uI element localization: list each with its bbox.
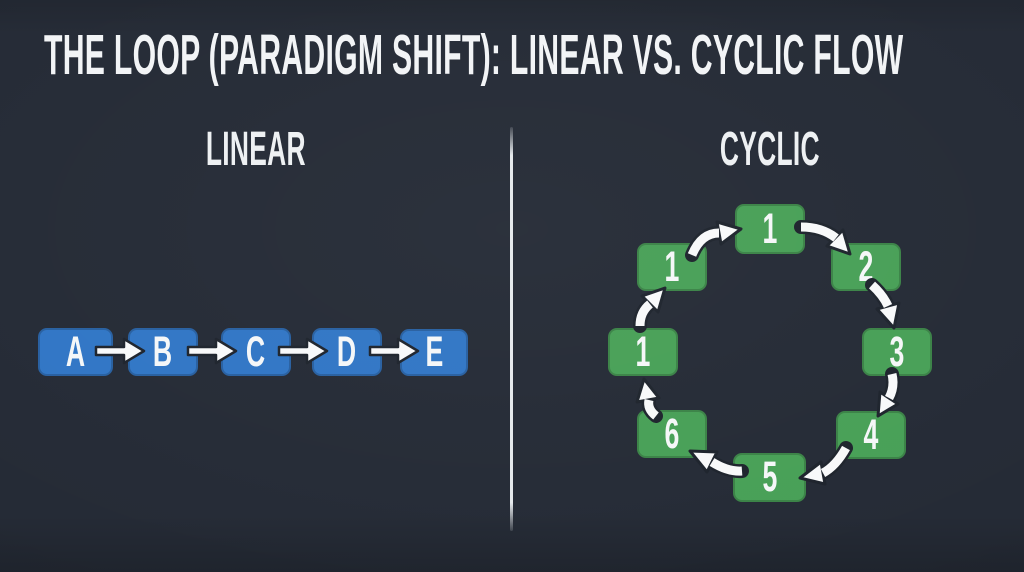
page-title: THE LOOP (PARADIGM SHIFT): LINEAR VS. CY… — [44, 26, 1024, 86]
cyclic-node-bottom: 5 — [733, 453, 806, 502]
cyclic-node-upper-right: 2 — [831, 243, 901, 291]
section-divider-line — [510, 127, 513, 531]
cycle-arrow-icon — [865, 278, 901, 330]
cyclic-node-lower-left: 6 — [637, 410, 707, 458]
cycle-arrow-icon — [876, 367, 900, 418]
right-arrow-icon — [277, 337, 329, 365]
cyclic-node-left: 1 — [608, 328, 678, 376]
cyclic-node-upper-left: 1 — [637, 243, 707, 291]
cyclic-node-lower-right: 4 — [836, 411, 906, 459]
right-arrow-icon — [186, 337, 238, 365]
cyclic-node-top: 1 — [735, 204, 805, 254]
page-title-text: THE LOOP (PARADIGM SHIFT): LINEAR VS. CY… — [44, 23, 904, 87]
cycle-arrow-icon — [633, 286, 667, 333]
linear-section-heading: LINEAR — [206, 123, 306, 176]
cyclic-node-right: 3 — [862, 328, 932, 376]
cyclic-section-heading: CYCLIC — [720, 123, 820, 176]
right-arrow-icon — [368, 337, 420, 365]
right-arrow-icon — [94, 337, 146, 365]
